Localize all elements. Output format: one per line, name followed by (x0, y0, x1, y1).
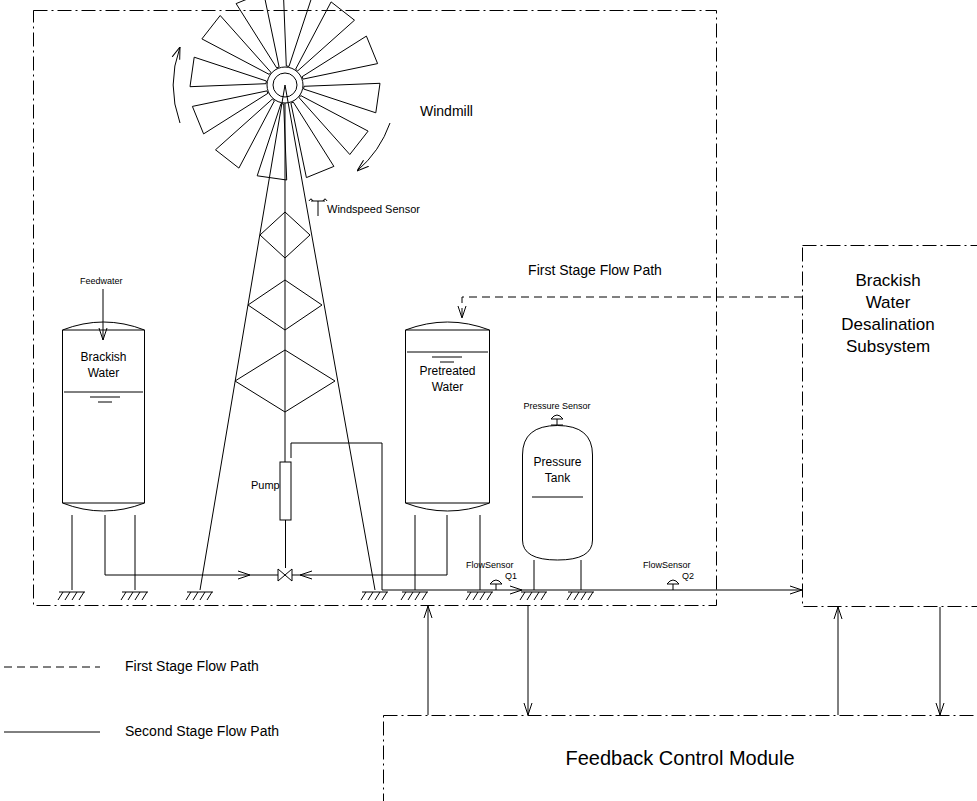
windmill-blade (299, 96, 368, 155)
water-level (98, 402, 112, 403)
windmill-blade (202, 16, 271, 75)
windmill-blade (283, 0, 313, 66)
legend-sample (4, 667, 100, 668)
pipe (292, 575, 300, 576)
legend-sample (4, 732, 100, 733)
part-label: Pressure Sensor (523, 401, 590, 412)
feed-arrow (103, 289, 104, 340)
ground-hatch (186, 592, 213, 600)
node-outline (522, 425, 593, 590)
legend (4, 667, 100, 732)
node-label: Pretreated Water (409, 364, 486, 395)
node-label: Brackish Water (66, 350, 141, 381)
ground-hatch (121, 592, 148, 600)
water-level (64, 392, 143, 393)
pump: Pump (250, 458, 300, 580)
rotation-arrow (357, 123, 390, 171)
water-level (407, 352, 488, 353)
tower-leg (200, 85, 285, 590)
ground-hatch (466, 592, 493, 600)
water-level (432, 357, 462, 358)
flow-sensor (490, 580, 502, 590)
windmill-blade (304, 83, 380, 113)
pressure-sensor (551, 415, 563, 425)
flow-connector (838, 607, 839, 715)
windmill-blade (192, 91, 268, 134)
subsystem-box: Brackish Water Desalination Subsystem (802, 245, 977, 607)
node-label: Windmill (420, 102, 510, 120)
storage-tank: Brackish Water (62, 318, 145, 515)
ground-hatch (567, 592, 594, 600)
tank-leg (415, 515, 416, 590)
flow-sensor (667, 580, 679, 590)
part-label: Q2 (682, 571, 694, 582)
node-outline (62, 318, 145, 515)
pipe (522, 590, 593, 591)
water-level (532, 497, 583, 498)
valve-symbol (278, 569, 292, 581)
ground-hatch (520, 592, 547, 600)
flow-connector (462, 297, 802, 318)
node-outline (33, 10, 717, 606)
storage-tank: Pretreated Water (405, 318, 490, 515)
node-outline (405, 318, 490, 515)
ground-hatch (361, 592, 388, 600)
windmill-blade (257, 104, 287, 180)
node-label: Pump (251, 478, 280, 492)
legend-text: First Stage Flow Path (125, 658, 259, 675)
windmill-blade (291, 102, 334, 178)
tower-brace (235, 350, 335, 412)
tower-brace (248, 280, 322, 330)
part-label: Windspeed Sensor (327, 203, 420, 216)
windspeed-sensor (309, 199, 327, 216)
control-module: Feedback Control Module (383, 715, 977, 801)
tower-brace (260, 212, 310, 258)
ground-hatch (58, 592, 85, 600)
flow-connector (940, 607, 941, 715)
tank-leg (72, 515, 73, 590)
pump-rod (285, 103, 286, 462)
flow-connector (105, 515, 250, 575)
windmill-blade (190, 57, 266, 86)
ground-symbol (58, 592, 594, 600)
node-label: Pressure Tank (525, 455, 590, 486)
part-label: Q1 (505, 571, 517, 582)
ground-hatch (401, 592, 428, 600)
tower-leg (285, 85, 375, 590)
pump-body (280, 462, 291, 520)
part-label: Feedwater (80, 276, 123, 287)
part-label: FlowSensor (643, 560, 691, 571)
water-level (90, 397, 120, 398)
pump-rod (285, 520, 286, 568)
node-label: Feedback Control Module (480, 745, 880, 771)
subsystem-boundary: WindmillBrackish WaterPump Pretreated Wat… (33, 10, 717, 606)
tank-leg (534, 560, 535, 590)
tank-leg (480, 515, 481, 590)
windmill-blade (296, 2, 355, 71)
windmill-blade (302, 36, 378, 79)
pressure-tank: Pressure Tank (522, 425, 593, 590)
edge-label: First Stage Flow Path (526, 262, 664, 279)
rotation-arrow (173, 47, 180, 123)
water-level (440, 362, 454, 363)
pipe (250, 575, 278, 576)
legend-text: Second Stage Flow Path (125, 723, 279, 740)
flow-connector (300, 515, 447, 575)
flow-connector (593, 590, 802, 591)
flow-connector (291, 443, 522, 590)
windmill-blade (216, 99, 275, 168)
flow-connector (528, 606, 529, 715)
flow-connector (428, 606, 429, 715)
node-label: Brackish Water Desalination Subsystem (832, 270, 944, 358)
part-label: FlowSensor (466, 560, 514, 571)
tank-leg (581, 560, 582, 590)
tank-leg (135, 515, 136, 590)
